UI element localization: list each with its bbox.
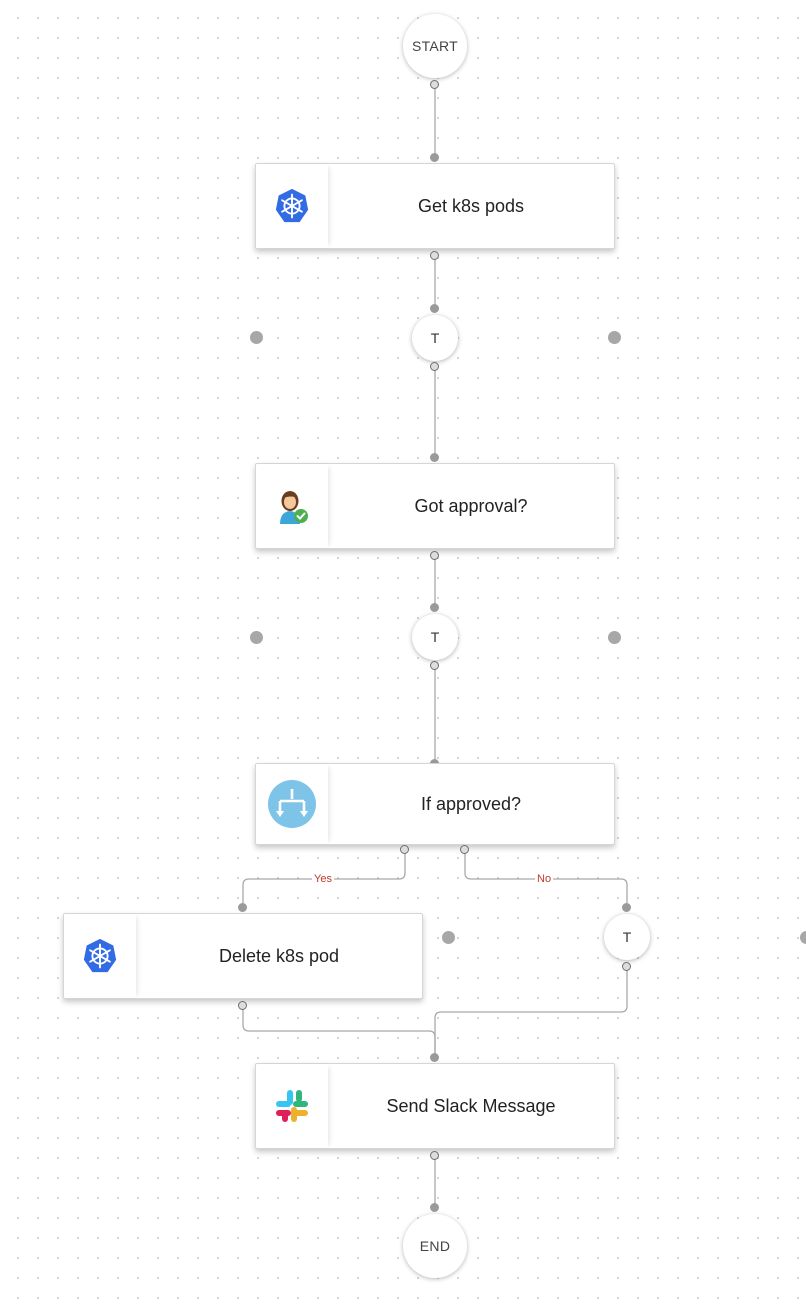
node-delete-k8s-pod[interactable]: Delete k8s pod bbox=[63, 913, 423, 999]
t1-output-port[interactable] bbox=[430, 362, 439, 371]
t1-input-port[interactable] bbox=[430, 304, 439, 313]
delete-pod-output-port[interactable] bbox=[238, 1001, 247, 1010]
node-label: Send Slack Message bbox=[386, 1095, 556, 1116]
condition-no-port[interactable] bbox=[460, 845, 469, 854]
node-label: If approved? bbox=[420, 793, 522, 814]
edge-delete-to-slack bbox=[242, 1005, 436, 1058]
node-icon-box bbox=[256, 764, 328, 844]
end-node[interactable]: END bbox=[403, 1214, 467, 1278]
node-send-slack-message[interactable]: Send Slack Message bbox=[255, 1063, 615, 1149]
transform-label: T bbox=[622, 929, 632, 945]
transform-node-1[interactable]: T bbox=[412, 315, 458, 361]
condition-yes-port[interactable] bbox=[400, 845, 409, 854]
add-handle-right[interactable] bbox=[608, 631, 621, 644]
slack-icon bbox=[276, 1090, 308, 1122]
node-label: Got approval? bbox=[414, 495, 528, 516]
add-handle-right[interactable] bbox=[608, 331, 621, 344]
end-input-port[interactable] bbox=[430, 1203, 439, 1212]
transform-node-3[interactable]: T bbox=[604, 914, 650, 960]
node-get-k8s-pods[interactable]: Get k8s pods bbox=[255, 163, 615, 249]
user-approval-icon bbox=[280, 491, 308, 524]
node-label: Delete k8s pod bbox=[218, 945, 340, 966]
get-pods-output-port[interactable] bbox=[430, 251, 439, 260]
node-got-approval[interactable]: Got approval? bbox=[255, 463, 615, 549]
add-handle-right-edge[interactable] bbox=[800, 931, 806, 944]
start-label: START bbox=[411, 38, 459, 54]
transform-label: T bbox=[430, 330, 440, 346]
approval-output-port[interactable] bbox=[430, 551, 439, 560]
transform-label: T bbox=[430, 629, 440, 645]
condition-branch-icon bbox=[268, 780, 316, 828]
t2-output-port[interactable] bbox=[430, 661, 439, 670]
end-label: END bbox=[419, 1238, 451, 1254]
transform-node-2[interactable]: T bbox=[412, 614, 458, 660]
slack-output-port[interactable] bbox=[430, 1151, 439, 1160]
start-node[interactable]: START bbox=[403, 14, 467, 78]
t2-input-port[interactable] bbox=[430, 603, 439, 612]
node-if-approved[interactable]: If approved? bbox=[255, 763, 615, 845]
kubernetes-icon bbox=[83, 938, 117, 973]
add-handle-left[interactable] bbox=[250, 631, 263, 644]
delete-pod-input-port[interactable] bbox=[238, 903, 247, 912]
kubernetes-icon bbox=[275, 188, 309, 223]
node-icon-box bbox=[256, 164, 328, 248]
node-icon-box bbox=[256, 464, 328, 548]
node-icon-box bbox=[64, 914, 136, 998]
add-handle-left[interactable] bbox=[250, 331, 263, 344]
node-label: Get k8s pods bbox=[417, 195, 525, 216]
get-pods-input-port[interactable] bbox=[430, 153, 439, 162]
edge-t3-to-slack bbox=[434, 966, 628, 1058]
add-handle-middle[interactable] bbox=[442, 931, 455, 944]
slack-input-port[interactable] bbox=[430, 1053, 439, 1062]
no-branch-label: No bbox=[535, 873, 554, 885]
start-output-port[interactable] bbox=[430, 80, 439, 89]
node-icon-box bbox=[256, 1064, 328, 1148]
t3-output-port[interactable] bbox=[622, 962, 631, 971]
yes-branch-label: Yes bbox=[312, 873, 334, 885]
approval-input-port[interactable] bbox=[430, 453, 439, 462]
t3-input-port[interactable] bbox=[622, 903, 631, 912]
